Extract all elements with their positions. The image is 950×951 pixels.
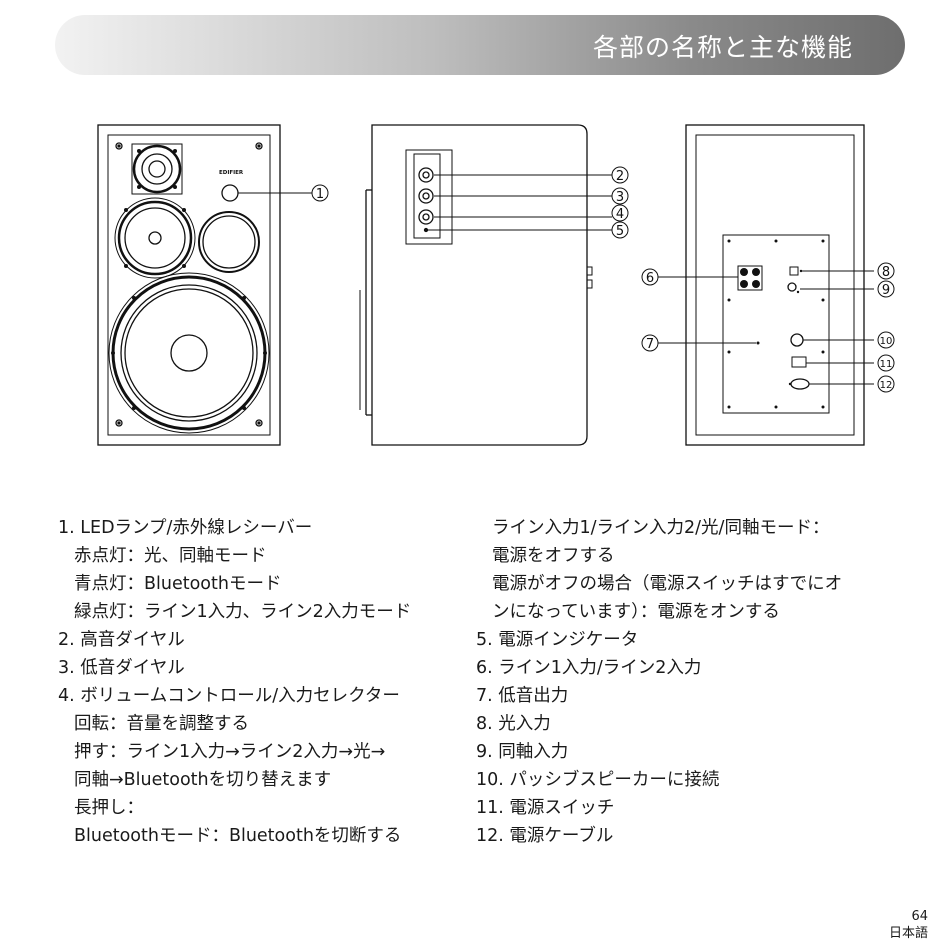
list-item: 電源をオフする <box>492 546 615 566</box>
list-item: 5. 電源インジケータ <box>476 630 639 650</box>
header-bar: 各部の名称と主な機能 <box>55 15 905 75</box>
list-item: ライン入力1/ライン入力2/光/同軸モード： <box>492 518 830 538</box>
list-item: 押す：ライン1入力→ライン2入力→光→ <box>74 742 386 762</box>
parts-list-right: ライン入力1/ライン入力2/光/同軸モード： 電源をオフする電源がオフの場合（電源… <box>476 514 842 850</box>
list-item: 同軸→Bluetoothを切り替えます <box>74 770 332 790</box>
callout-10: 10 <box>880 336 893 347</box>
side-view <box>359 124 593 446</box>
list-item: 6. ライン1入力/ライン2入力 <box>476 658 702 678</box>
list-item: 2. 高音ダイヤル <box>58 630 185 650</box>
list-item: 赤点灯：光、同軸モード <box>74 546 267 566</box>
leader-lines <box>238 174 874 385</box>
list-item: 回転：音量を調整する <box>74 714 249 734</box>
page-footer: 64 日本語 <box>889 908 928 942</box>
callout-circles <box>311 166 895 393</box>
callout-7: 7 <box>646 337 654 352</box>
list-item: ンになっています）：電源をオンする <box>492 602 780 622</box>
rear-details <box>727 239 825 409</box>
callout-9: 9 <box>882 283 890 298</box>
rear-view <box>685 124 865 446</box>
list-item: 7. 低音出力 <box>476 686 569 706</box>
language-label: 日本語 <box>888 926 928 941</box>
list-item: 青点灯：Bluetoothモード <box>74 574 282 594</box>
front-screws <box>111 149 267 410</box>
page-number: 64 <box>911 909 928 924</box>
brand-logo: EDIFIER <box>219 170 244 176</box>
callout-8: 8 <box>882 265 890 280</box>
list-item: 4. ボリュームコントロール/入力セレクター <box>58 686 400 706</box>
list-item: 電源がオフの場合（電源スイッチはすでにオ <box>492 574 843 594</box>
callout-4: 4 <box>616 207 624 222</box>
page-title: 各部の名称と主な機能 <box>592 33 853 62</box>
list-item: 緑点灯：ライン1入力、ライン2入力モード <box>74 602 412 622</box>
list-item: 1. LEDランプ/赤外線レシーバー <box>58 518 313 538</box>
parts-list-left: 1. LEDランプ/赤外線レシーバー赤点灯：光、同軸モード青点灯：Bluetoo… <box>58 514 411 850</box>
callout-5: 5 <box>616 224 624 239</box>
list-item: 3. 低音ダイヤル <box>58 658 185 678</box>
list-item: Bluetoothモード：Bluetoothを切断する <box>74 826 402 846</box>
list-item: 8. 光入力 <box>476 714 551 734</box>
list-item: 9. 同軸入力 <box>476 742 569 762</box>
list-item: 12. 電源ケーブル <box>476 826 614 846</box>
callout-2: 2 <box>616 169 624 184</box>
callout-1: 1 <box>316 187 324 202</box>
list-item: 11. 電源スイッチ <box>476 798 615 818</box>
callout-12: 12 <box>880 380 893 391</box>
list-item: 10. パッシブスピーカーに接続 <box>476 770 720 790</box>
front-view <box>97 124 281 446</box>
callout-3: 3 <box>616 190 624 205</box>
list-item: 長押し： <box>74 798 144 818</box>
callout-6: 6 <box>646 271 654 286</box>
speaker-diagram: EDIFIER 1 2 3 4 5 6 7 8 9 10 11 12 <box>97 124 895 446</box>
callout-11: 11 <box>880 359 893 370</box>
